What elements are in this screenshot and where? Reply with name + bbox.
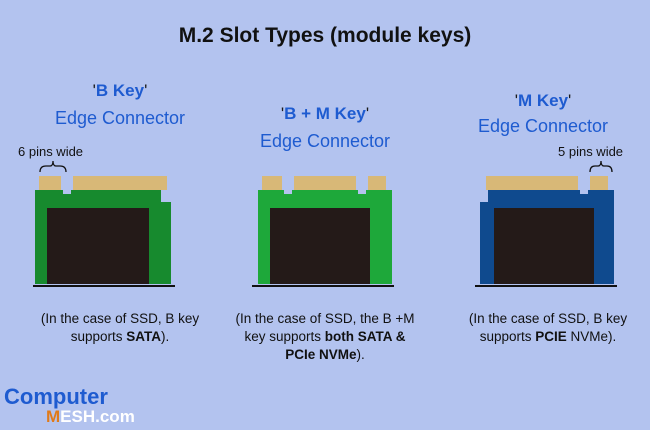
description-b: (In the case of SSD, B key supports SATA…	[10, 310, 230, 346]
logo-m-letter: M	[46, 407, 61, 426]
key-name-bm: B + M Key	[284, 104, 366, 123]
pcb-tab	[480, 190, 488, 202]
key-title-m: 'M Key'	[443, 91, 643, 111]
page-title: M.2 Slot Types (module keys)	[178, 24, 472, 47]
key-notch	[580, 172, 588, 194]
desc-text: ).	[161, 329, 170, 344]
baseline-m	[475, 285, 617, 287]
chip	[47, 208, 149, 284]
edge-connector-label-b: Edge Connector	[54, 108, 186, 128]
brace-icon-m	[589, 160, 613, 173]
key-notch	[63, 172, 71, 194]
description-m: (In the case of SSD, B key supports PCIE…	[438, 310, 650, 346]
quote-open: '	[280, 104, 285, 123]
chip	[494, 208, 594, 284]
key-notch-b	[284, 172, 292, 194]
edge-connector-label-m: Edge Connector	[477, 116, 609, 136]
desc-bold: PCIe NVMe	[285, 347, 357, 362]
m2-card-b-key	[35, 172, 171, 284]
m2-card-m-key	[480, 172, 614, 284]
key-notch-m	[358, 172, 366, 194]
desc-bold: SATA	[126, 329, 162, 344]
desc-line-1: (In the case of SSD, B key	[468, 311, 628, 326]
quote-open: '	[514, 91, 518, 110]
desc-text: ).	[356, 347, 365, 362]
pcb-tab	[161, 190, 171, 202]
gold-pins-left	[486, 176, 578, 190]
quote-open: '	[92, 81, 96, 100]
pins-label-b: 6 pins wide	[18, 144, 84, 159]
baseline-bm	[252, 285, 394, 287]
desc-bold: PCIE	[535, 329, 567, 344]
desc-line-2: supports PCIE NVMe).	[438, 328, 650, 346]
logo-domain: ESH.com	[60, 407, 135, 426]
edge-connector-label-bm: Edge Connector	[259, 131, 391, 151]
gold-pins-right	[368, 176, 386, 190]
description-bm: (In the case of SSD, the B +M key suppor…	[215, 310, 435, 364]
key-name-b: B Key	[95, 81, 145, 100]
gold-pins-left	[39, 176, 61, 190]
logo-mesh: MESH.com	[46, 407, 135, 427]
desc-text: NVMe).	[566, 329, 617, 344]
baseline-b	[33, 285, 175, 287]
pins-label-m: 5 pins wide	[558, 144, 624, 159]
quote-close: '	[365, 104, 370, 123]
gold-pins-right	[590, 176, 608, 190]
key-name-m: M Key	[517, 91, 569, 110]
desc-line-2: supports SATA).	[10, 328, 230, 346]
desc-line-2: key supports both SATA &	[215, 328, 435, 346]
logo-computer: Computer	[4, 384, 108, 409]
desc-line-3: PCIe NVMe).	[215, 346, 435, 364]
desc-line-1: (In the case of SSD, B key	[40, 311, 200, 326]
chip	[270, 208, 370, 284]
gold-pins-right	[73, 176, 167, 190]
key-title-b: 'B Key'	[20, 81, 220, 101]
desc-bold: both SATA &	[324, 329, 406, 344]
quote-close: '	[568, 91, 572, 110]
m2-card-bm-key	[258, 172, 392, 284]
gold-pins-left	[262, 176, 282, 190]
brace-icon-b	[39, 160, 67, 173]
gold-pins-middle	[294, 176, 356, 190]
quote-close: '	[144, 81, 148, 100]
desc-text: key supports	[244, 329, 325, 344]
desc-text: supports	[479, 329, 536, 344]
desc-text: supports	[70, 329, 127, 344]
key-title-bm: 'B + M Key'	[225, 104, 425, 124]
desc-line-1: (In the case of SSD, the B +M	[235, 311, 415, 326]
